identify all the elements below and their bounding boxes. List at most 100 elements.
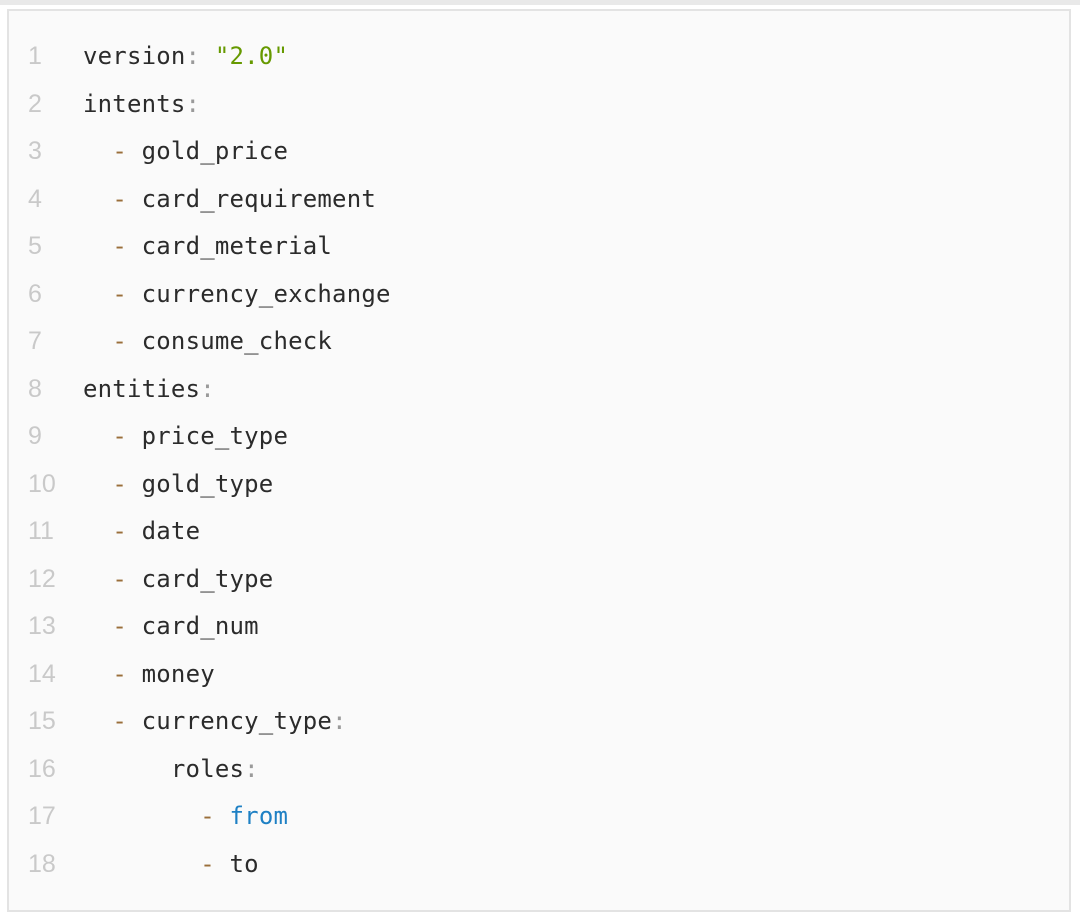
code-token-plain bbox=[83, 850, 200, 878]
code-text: - to bbox=[83, 841, 1069, 889]
code-token-plain: card_num bbox=[126, 612, 259, 640]
line-number: 13 bbox=[28, 612, 56, 640]
line-number: 17 bbox=[28, 802, 56, 830]
code-token-plain bbox=[83, 185, 112, 213]
code-token-punct: : bbox=[244, 754, 259, 783]
code-token-plain: card_type bbox=[126, 564, 274, 593]
code-token-plain: card_requirement bbox=[126, 184, 377, 213]
code-token-op: - bbox=[112, 279, 127, 308]
line-number: 7 bbox=[28, 327, 42, 355]
code-token-plain: gold_price bbox=[126, 137, 289, 165]
code-token-plain: gold_type bbox=[126, 469, 274, 498]
code-token-op: - bbox=[200, 802, 215, 830]
line-number: 8 bbox=[28, 374, 42, 403]
code-token-op: - bbox=[112, 564, 127, 593]
line-number: 10 bbox=[28, 469, 56, 498]
code-token-punct: : bbox=[332, 707, 347, 735]
code-text: - card_meterial bbox=[83, 223, 1069, 271]
code-token-plain bbox=[83, 327, 112, 355]
code-token-op: - bbox=[112, 517, 127, 545]
line-number: 12 bbox=[28, 564, 56, 593]
code-token-plain: intents bbox=[83, 89, 186, 118]
code-token-plain bbox=[200, 42, 215, 70]
code-token-punct: : bbox=[185, 42, 201, 70]
code-token-plain bbox=[83, 470, 112, 498]
code-token-plain: date bbox=[126, 517, 201, 545]
code-line: 1 version: "2.0" bbox=[9, 33, 1069, 81]
code-line: 11 - date bbox=[9, 508, 1069, 556]
code-line: 2 intents: bbox=[9, 81, 1069, 129]
code-line: 5 - card_meterial bbox=[9, 223, 1069, 271]
code-text: - card_requirement bbox=[83, 176, 1069, 224]
code-text: - gold_price bbox=[83, 128, 1069, 176]
code-token-op: - bbox=[112, 327, 127, 355]
line-number: 14 bbox=[28, 659, 56, 688]
line-number: 15 bbox=[28, 707, 56, 735]
line-number: 18 bbox=[28, 849, 56, 878]
line-number: 2 bbox=[28, 89, 42, 118]
code-text: - money bbox=[83, 651, 1069, 699]
code-text: - price_type bbox=[83, 413, 1069, 461]
code-line: 13 - card_num bbox=[9, 603, 1069, 651]
code-text: - currency_exchange bbox=[83, 271, 1069, 319]
code-token-plain bbox=[83, 232, 112, 260]
line-number: 11 bbox=[28, 517, 54, 545]
code-token-str: "2.0" bbox=[214, 42, 289, 70]
code-token-op: - bbox=[112, 612, 127, 640]
code-line: 7 - consume_check bbox=[9, 318, 1069, 366]
code-text: entities: bbox=[83, 366, 1069, 414]
code-token-plain: roles bbox=[83, 754, 245, 783]
line-number: 4 bbox=[28, 184, 42, 213]
code-line: 8 entities: bbox=[9, 366, 1069, 414]
code-text: - date bbox=[83, 508, 1069, 556]
code-token-op: - bbox=[112, 137, 127, 165]
code-token-plain bbox=[215, 802, 230, 830]
code-token-plain: consume_check bbox=[126, 327, 333, 355]
line-number: 3 bbox=[28, 137, 42, 165]
code-token-op: - bbox=[200, 849, 215, 878]
code-token-plain: price_type bbox=[126, 422, 289, 450]
code-line: 6 - currency_exchange bbox=[9, 271, 1069, 319]
line-number: 9 bbox=[28, 422, 42, 450]
code-text: roles: bbox=[83, 746, 1069, 794]
code-line: 9 - price_type bbox=[9, 413, 1069, 461]
code-token-plain bbox=[83, 660, 112, 688]
code-text: - card_num bbox=[83, 603, 1069, 651]
code-line: 3 - gold_price bbox=[9, 128, 1069, 176]
code-text: - from bbox=[83, 793, 1069, 841]
line-number: 16 bbox=[28, 754, 56, 783]
code-token-plain bbox=[83, 280, 112, 308]
line-number: 1 bbox=[28, 42, 42, 70]
code-token-plain: entities bbox=[83, 374, 201, 403]
code-token-op: - bbox=[112, 184, 127, 213]
top-edge-band bbox=[0, 0, 1080, 5]
code-token-kw: from bbox=[229, 802, 289, 830]
code-token-plain: currency_exchange bbox=[126, 279, 391, 308]
line-number: 5 bbox=[28, 232, 42, 260]
code-text: version: "2.0" bbox=[83, 33, 1069, 81]
code-token-plain bbox=[83, 137, 112, 165]
code-token-op: - bbox=[112, 232, 127, 260]
code-line: 14 - money bbox=[9, 651, 1069, 699]
code-token-op: - bbox=[112, 659, 127, 688]
code-token-plain: card_meterial bbox=[126, 232, 333, 260]
code-line: 17 - from bbox=[9, 793, 1069, 841]
code-text: - consume_check bbox=[83, 318, 1069, 366]
code-token-op: - bbox=[112, 469, 127, 498]
code-line: 18 - to bbox=[9, 841, 1069, 889]
code-token-plain: version bbox=[83, 42, 186, 70]
code-line: 16 roles: bbox=[9, 746, 1069, 794]
code-line: 15 - currency_type: bbox=[9, 698, 1069, 746]
code-text: - currency_type: bbox=[83, 698, 1069, 746]
code-token-plain: to bbox=[214, 849, 259, 878]
code-token-op: - bbox=[112, 422, 127, 450]
code-text: intents: bbox=[83, 81, 1069, 129]
code-token-punct: : bbox=[200, 374, 215, 403]
code-token-plain bbox=[83, 517, 112, 545]
code-token-plain bbox=[83, 802, 200, 830]
code-text: - card_type bbox=[83, 556, 1069, 604]
code-token-plain bbox=[83, 565, 112, 593]
code-text: - gold_type bbox=[83, 461, 1069, 509]
